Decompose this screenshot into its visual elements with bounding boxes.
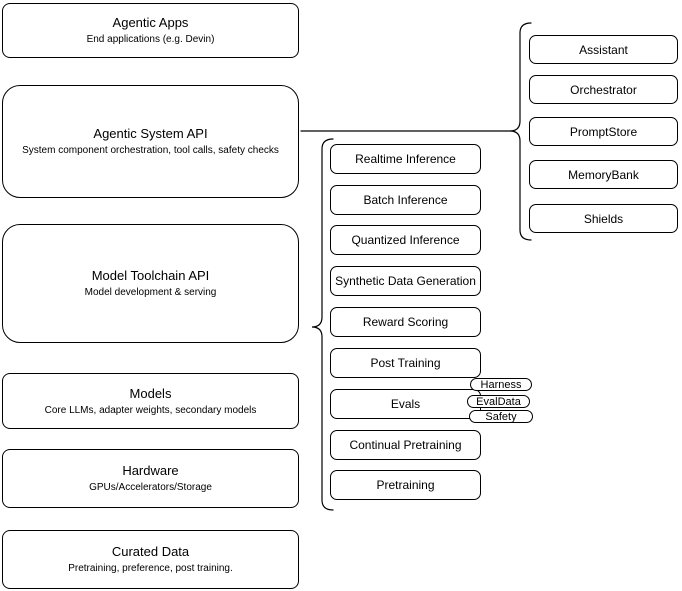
node-title: Model Toolchain API xyxy=(91,268,210,283)
pill-label: Harness xyxy=(480,378,522,391)
node-continual-pretraining: Continual Pretraining xyxy=(330,430,481,460)
node-label: Batch Inference xyxy=(363,193,448,207)
node-quantized-inference: Quantized Inference xyxy=(330,225,481,255)
node-label: Reward Scoring xyxy=(362,315,449,329)
node-agentic-apps: Agentic Apps End applications (e.g. Devi… xyxy=(2,3,299,58)
pill-harness: Harness xyxy=(470,378,532,391)
node-title: Agentic Apps xyxy=(112,15,189,30)
node-subtitle: Pretraining, preference, post training. xyxy=(68,563,233,574)
node-title: Agentic System API xyxy=(93,126,208,141)
node-agentic-system-api: Agentic System API System component orch… xyxy=(2,85,299,198)
node-label: Evals xyxy=(390,397,421,411)
node-subtitle: System component orchestration, tool cal… xyxy=(22,145,279,156)
node-model-toolchain-api: Model Toolchain API Model development & … xyxy=(2,224,299,343)
pill-label: EvalData xyxy=(476,395,521,408)
node-batch-inference: Batch Inference xyxy=(330,185,481,215)
toolchain-brace xyxy=(311,138,334,511)
node-pretraining: Pretraining xyxy=(330,470,481,500)
node-evals: Evals xyxy=(330,389,481,419)
pill-safety: Safety xyxy=(469,410,533,423)
node-realtime-inference: Realtime Inference xyxy=(330,144,481,174)
node-models: Models Core LLMs, adapter weights, secon… xyxy=(2,373,299,429)
node-orchestrator: Orchestrator xyxy=(529,75,678,104)
node-assistant: Assistant xyxy=(529,35,678,64)
node-label: Quantized Inference xyxy=(351,233,460,247)
node-hardware: Hardware GPUs/Accelerators/Storage xyxy=(2,449,299,508)
node-title: Curated Data xyxy=(111,544,190,559)
node-label: Shields xyxy=(583,211,624,226)
node-label: Synthetic Data Generation xyxy=(335,274,476,288)
system-components-brace xyxy=(509,22,532,241)
node-label: Post Training xyxy=(370,356,441,370)
pill-evaldata: EvalData xyxy=(467,395,530,408)
node-label: PromptStore xyxy=(569,124,638,139)
node-subtitle: Core LLMs, adapter weights, secondary mo… xyxy=(44,404,257,416)
node-title: Hardware xyxy=(122,463,179,478)
node-title: Models xyxy=(129,385,172,401)
node-label: Assistant xyxy=(579,42,628,57)
node-label: MemoryBank xyxy=(568,167,639,182)
node-label: Pretraining xyxy=(376,478,435,492)
node-subtitle: GPUs/Accelerators/Storage xyxy=(89,482,212,493)
node-curated-data: Curated Data Pretraining, preference, po… xyxy=(2,530,299,589)
node-subtitle: Model development & serving xyxy=(84,287,217,298)
node-post-training: Post Training xyxy=(330,348,481,378)
node-synthetic-data-generation: Synthetic Data Generation xyxy=(330,266,481,296)
node-reward-scoring: Reward Scoring xyxy=(330,307,481,337)
pill-label: Safety xyxy=(485,410,517,423)
node-promptstore: PromptStore xyxy=(529,117,678,146)
node-label: Continual Pretraining xyxy=(349,438,462,452)
node-subtitle: End applications (e.g. Devin) xyxy=(86,34,215,45)
node-memorybank: MemoryBank xyxy=(529,160,678,189)
node-label: Realtime Inference xyxy=(355,152,456,166)
node-shields: Shields xyxy=(529,204,678,233)
node-label: Orchestrator xyxy=(570,82,637,97)
